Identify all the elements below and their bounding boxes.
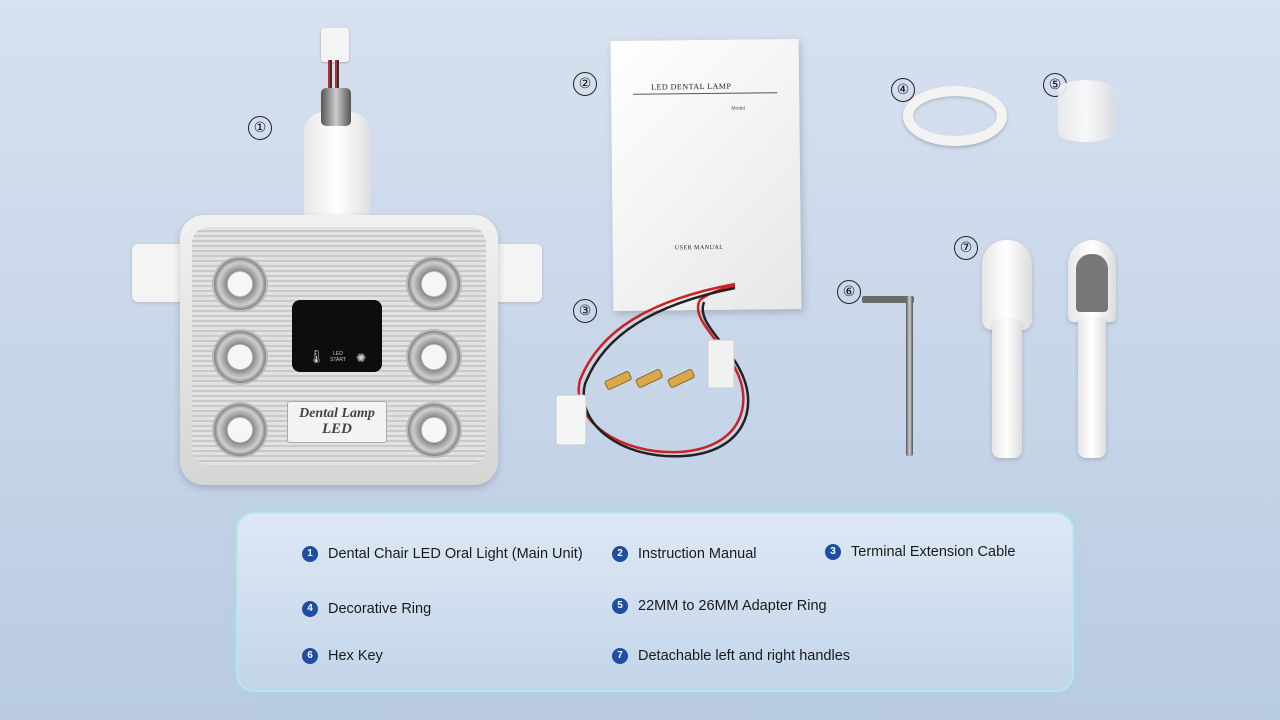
lamp-collar <box>321 88 351 126</box>
legend-item: 7 Detachable left and right handles <box>612 648 850 664</box>
legend-badge: 3 <box>825 544 841 560</box>
legend-item: 3 Terminal Extension Cable <box>825 544 1015 560</box>
thermometer-icon: 🌡 <box>308 349 325 364</box>
legend-label: Hex Key <box>328 648 383 664</box>
right-handle-grip <box>1078 318 1106 458</box>
hex-key-shaft <box>906 296 913 456</box>
crimp-terminal <box>667 369 695 388</box>
legend-label: Decorative Ring <box>328 601 432 617</box>
parts-legend: 1 Dental Chair LED Oral Light (Main Unit… <box>236 512 1074 692</box>
decorative-ring <box>903 86 1007 146</box>
connector-plug <box>321 28 349 62</box>
legend-item: 1 Dental Chair LED Oral Light (Main Unit… <box>302 546 583 562</box>
legend-badge: 4 <box>302 601 318 617</box>
lamp-stem <box>304 112 370 218</box>
callout-4: ④ <box>891 78 915 102</box>
hex-key-arm <box>862 296 914 303</box>
crimp-terminal <box>604 371 632 390</box>
lamp-wires <box>328 60 342 92</box>
legend-badge: 2 <box>612 546 628 562</box>
wire-red <box>577 282 745 454</box>
callout-6: ⑥ <box>837 280 861 304</box>
legend-badge: 5 <box>612 598 628 614</box>
legend-item: 2 Instruction Manual <box>612 546 756 562</box>
led-lens <box>408 331 460 383</box>
led-lens <box>214 404 266 456</box>
legend-item: 6 Hex Key <box>302 648 383 664</box>
cable-connector <box>555 394 587 446</box>
brand-plate: Dental Lamp LED <box>287 401 387 443</box>
brand-line-2: LED <box>322 421 352 437</box>
legend-badge: 7 <box>612 648 628 664</box>
right-handle-window <box>1076 254 1108 312</box>
brand-line-1: Dental Lamp <box>299 406 375 421</box>
legend-label: 22MM to 26MM Adapter Ring <box>638 598 827 614</box>
legend-item: 4 Decorative Ring <box>302 601 431 617</box>
legend-label: Instruction Manual <box>638 546 757 562</box>
led-lens <box>408 404 460 456</box>
callout-2: ② <box>573 72 597 96</box>
legend-label: Terminal Extension Cable <box>851 544 1016 560</box>
legend-badge: 1 <box>302 546 318 562</box>
legend-badge: 6 <box>302 648 318 664</box>
callout-1: ① <box>248 116 272 140</box>
left-handle-head <box>982 240 1032 330</box>
led-lens <box>214 331 266 383</box>
crimp-terminal <box>635 369 663 388</box>
led-lens <box>214 258 266 310</box>
left-handle-grip <box>992 320 1022 458</box>
legend-item: 5 22MM to 26MM Adapter Ring <box>612 598 827 614</box>
led-lens <box>408 258 460 310</box>
callout-7: ⑦ <box>954 236 978 260</box>
callout-3: ③ <box>573 299 597 323</box>
terminal-housing <box>707 339 735 389</box>
legend-label: Detachable left and right handles <box>638 648 851 664</box>
sun-icon: ✺ <box>356 351 367 365</box>
adapter-ring <box>1058 80 1114 142</box>
legend-label: Dental Chair LED Oral Light (Main Unit) <box>328 546 583 562</box>
